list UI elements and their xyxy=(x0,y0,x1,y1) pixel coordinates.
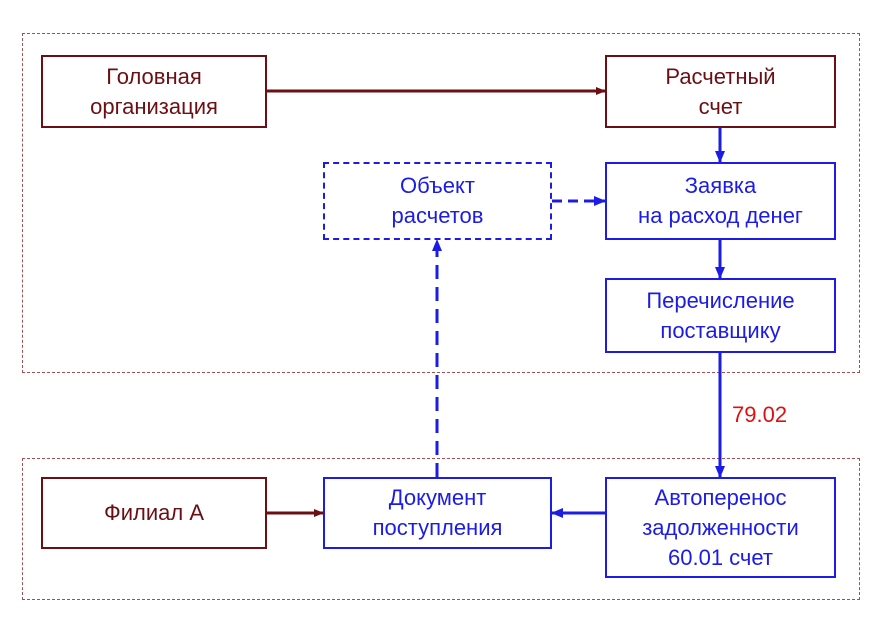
node-settlement-object-line2: расчетов xyxy=(391,203,484,228)
node-head-organization-line2: организация xyxy=(90,93,218,119)
bottom-region xyxy=(22,458,860,600)
node-spending-request-line2: на расход денег xyxy=(638,203,803,228)
node-supplier-transfer-line2: поставщику xyxy=(660,317,781,343)
node-settlement-object-line1: Объект xyxy=(400,173,475,198)
node-debt-autotransfer-line2: задолженности xyxy=(642,514,799,540)
node-branch-a[interactable]: Филиал А xyxy=(41,477,267,549)
node-debt-autotransfer[interactable]: Автоперенос задолженности 60.01 счет xyxy=(605,477,836,578)
node-spending-request[interactable]: Заявка на расход денег xyxy=(605,162,836,240)
node-head-organization[interactable]: Головная организация xyxy=(41,55,267,128)
node-settlement-object[interactable]: Объект расчетов xyxy=(323,162,552,240)
node-head-organization-line1: Головная xyxy=(106,63,202,89)
node-branch-a-line1: Филиал А xyxy=(104,500,204,525)
node-receipt-document-line1: Документ xyxy=(388,485,487,510)
node-settlement-account-line1: Расчетный xyxy=(665,63,776,89)
node-receipt-document-line2: поступления xyxy=(372,515,503,540)
node-supplier-transfer-line1: Перечисление xyxy=(646,287,795,313)
node-debt-autotransfer-line1: Автоперенос xyxy=(654,484,787,510)
node-settlement-account[interactable]: Расчетный счет xyxy=(605,55,836,128)
top-region xyxy=(22,33,860,373)
node-debt-autotransfer-line3: 60.01 счет xyxy=(668,544,773,570)
edge-label-account-code: 79.02 xyxy=(732,402,788,427)
node-spending-request-line1: Заявка xyxy=(684,173,757,198)
node-supplier-transfer[interactable]: Перечисление поставщику xyxy=(605,278,836,353)
node-settlement-account-line2: счет xyxy=(698,93,743,119)
node-receipt-document[interactable]: Документ поступления xyxy=(323,477,552,549)
